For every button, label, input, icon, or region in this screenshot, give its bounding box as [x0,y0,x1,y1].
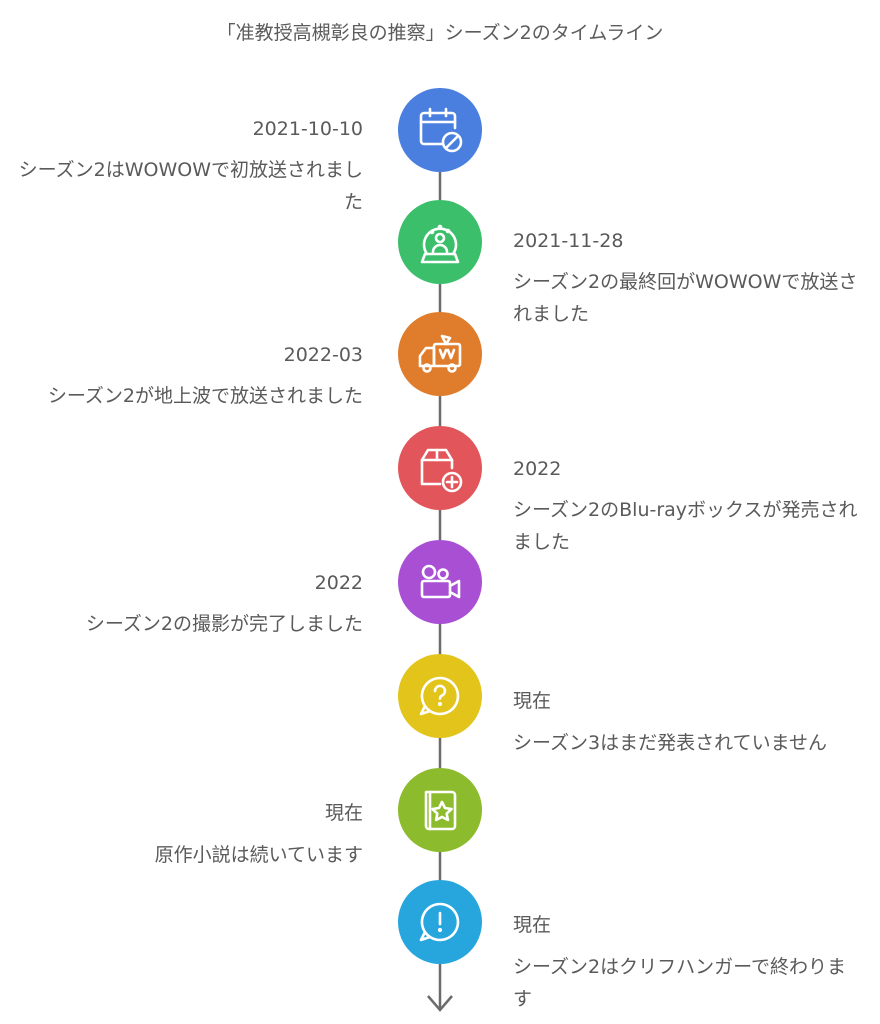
question-bubble-icon [419,676,460,716]
event-description: シーズン2の撮影が完了しました [85,613,363,635]
event-description: 原作小説は続いています [154,844,363,866]
star-book-icon [424,790,457,831]
event-description: シーズン2が地上波で放送されました [47,385,363,407]
timeline-node-2 [398,200,482,284]
snow-globe-icon [420,224,460,264]
event-description: シーズン2はWOWOWで初放送されました [18,159,363,213]
event-description: シーズン3はまだ発表されていません [513,732,827,754]
event-date: 2022 [513,458,562,480]
event-date: 2022-03 [283,344,363,366]
timeline-event-5: 2022 シーズン2の撮影が完了しました [18,572,363,640]
video-camera-icon [420,564,461,599]
event-description: シーズン2のBlu-rayボックスが発売されました [513,499,858,553]
diagram-title: 「准教授高槻彰良の推察」シーズン2のタイムライン [216,22,664,44]
timeline-node-1 [398,88,482,172]
timeline-arrow-icon [427,995,453,1012]
timeline-node-7 [398,768,482,852]
timeline-node-8 [398,880,482,964]
event-date: 2021-10-10 [252,118,363,140]
timeline-event-7: 現在 原作小説は続いています [18,798,363,871]
timeline-event-1: 2021-10-10 シーズン2はWOWOWで初放送されました [18,118,363,218]
calendar-cancel-icon [419,107,463,153]
event-date: 2021-11-28 [513,230,624,252]
timeline-event-8: 現在 シーズン2はクリフハンガーで終わります [513,910,858,1015]
exclamation-bubble-icon [419,902,460,942]
timeline-event-3: 2022-03 シーズン2が地上波で放送されました [18,344,363,412]
event-date: 現在 [513,914,552,936]
event-date: 現在 [324,802,363,824]
box-add-icon [420,448,463,493]
timeline-node-4 [398,426,482,510]
timeline-event-4: 2022 シーズン2のBlu-rayボックスが発売されました [513,458,858,558]
tv-van-icon [418,334,462,373]
timeline-event-6: 現在 シーズン3はまだ発表されていません [513,686,858,759]
timeline-node-5 [398,540,482,624]
event-description: シーズン2の最終回がWOWOWで放送されました [513,271,858,325]
event-date: 2022 [314,572,363,594]
timeline-node-3 [398,312,482,396]
timeline-event-2: 2021-11-28 シーズン2の最終回がWOWOWで放送されました [513,230,858,330]
timeline-node-6 [398,654,482,738]
event-description: シーズン2はクリフハンガーで終わります [513,956,846,1010]
event-date: 現在 [513,690,552,712]
